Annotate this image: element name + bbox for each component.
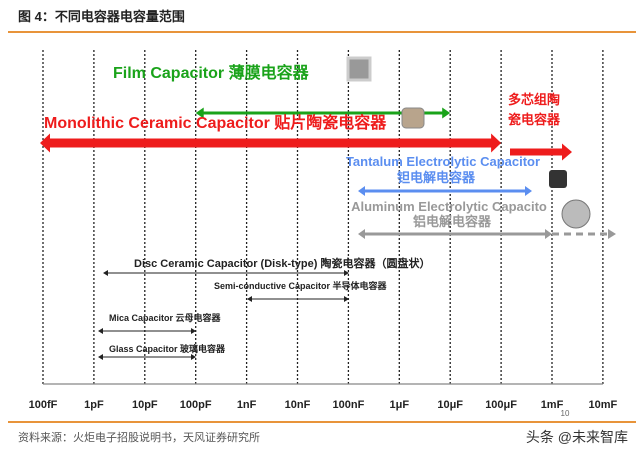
film-range-arrow [195, 107, 451, 119]
multilayer-range-arrow [510, 143, 572, 161]
disc-range-arrow [103, 270, 349, 276]
source-note: 资料来源：火炬电子招股说明书，天风证券研究所 [18, 432, 260, 444]
figure-title: 图 4：不同电容器电容量范围 [18, 9, 185, 24]
axis-tick-label: 100pF [180, 399, 212, 411]
capacitor-label: Semi-conductive Capacitor 半导体电容器 [214, 280, 388, 291]
axis-tick-label: 10μF [437, 399, 463, 411]
aluminum-range-arrow [358, 229, 552, 239]
capacitor-label: 钽电解电容器 [397, 170, 476, 185]
axis-tick-label: 10nF [285, 399, 311, 411]
bottom-divider [8, 421, 636, 423]
capacitor-label: 铝电解电容器 [413, 214, 492, 229]
axis-tick-label: 100nF [333, 399, 365, 411]
axis-tick-label: 10mF [589, 399, 618, 411]
glass-range-arrow [98, 354, 196, 360]
axis-tick-label: 100fF [29, 399, 58, 411]
capacitor-label: 瓷电容器 [508, 112, 561, 127]
capacitor-label: Monolithic Ceramic Capacitor 贴片陶瓷电容器 [44, 113, 387, 132]
axis-tick-label: 10pF [132, 399, 158, 411]
capacitor-label: Tantalum Electrolytic Capacitor [346, 154, 540, 169]
axis-tick-label: 1pF [84, 399, 104, 411]
ceramic-chip-image [401, 107, 425, 129]
monolithic-range-arrow [40, 133, 502, 153]
tantalum-capacitor-image [549, 170, 567, 188]
aluminum-capacitor-image [561, 199, 591, 229]
page-number: 10 [561, 409, 570, 418]
semiconductive-range-arrow [247, 296, 349, 302]
axis-tick-label: 1nF [237, 399, 257, 411]
capacitor-label: Aluminum Electrolytic Capacito [351, 199, 547, 214]
watermark: 头条 @未来智库 [525, 429, 628, 445]
tantalum-range-arrow [358, 186, 532, 196]
axis-tick-label: 1mF [541, 399, 564, 411]
capacitor-label: Film Capacitor 薄膜电容器 [113, 63, 310, 82]
capacitor-label: Disc Ceramic Capacitor (Disk-type) 陶瓷电容器… [134, 256, 430, 270]
mica-range-arrow [98, 328, 196, 334]
capacitor-label: 多芯组陶 [508, 92, 560, 107]
film-capacitor-image [346, 56, 372, 82]
axis-tick-label: 100μF [485, 399, 517, 411]
capacitance-range-diagram: 100fF 1pF 10pF 100pF 1nF 10nF 100nF 1μF 10μF 100μ… [29, 50, 618, 418]
aluminum-arrowhead [608, 229, 616, 239]
top-divider [8, 31, 636, 33]
capacitor-label: Mica Capacitor 云母电容器 [109, 312, 222, 323]
axis-tick-label: 1μF [390, 399, 410, 411]
capacitor-label: Glass Capacitor 玻璃电容器 [109, 343, 226, 354]
